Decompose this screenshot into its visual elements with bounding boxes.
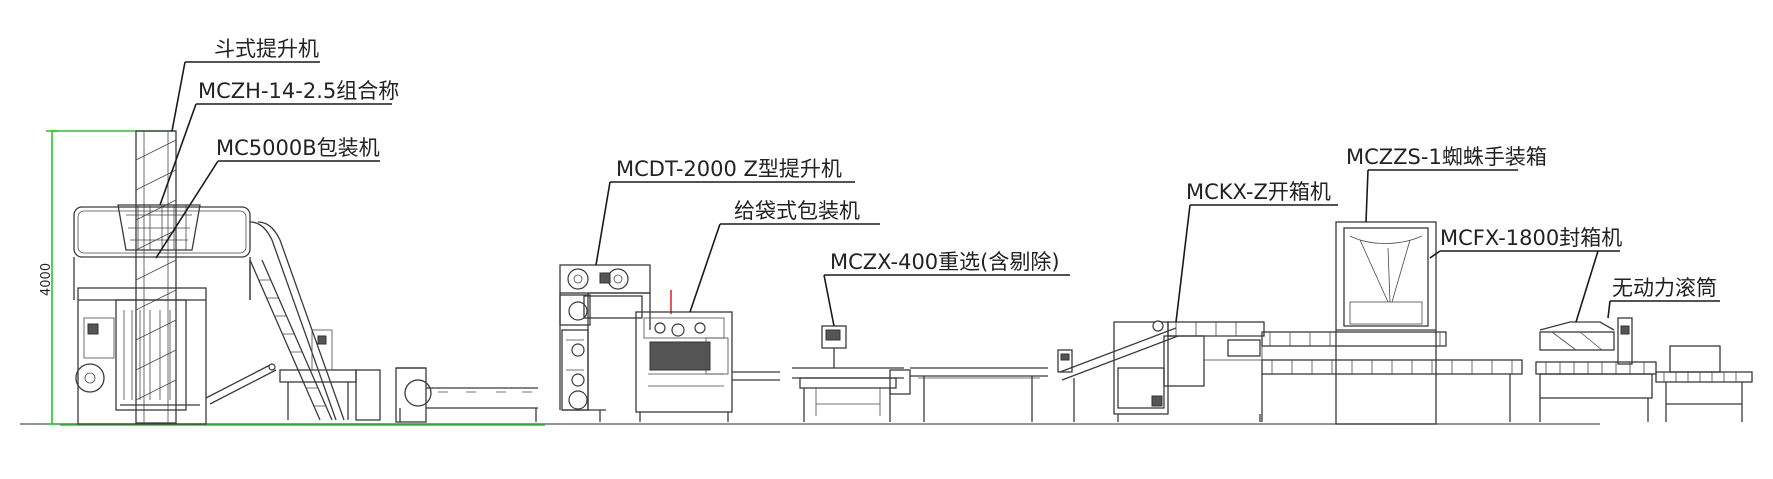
- incline-conveyor: [1057, 327, 1179, 422]
- checkweigher-machine: [792, 325, 911, 422]
- bag-packing-machine: [635, 311, 733, 422]
- z-elevator-machine: [559, 264, 672, 422]
- label-packing-machine: MC5000B包装机: [216, 136, 380, 160]
- label-roller-conveyor: 无动力滚筒: [1612, 276, 1717, 300]
- label-checkweigher: MCZX-400重选(含剔除): [830, 250, 1060, 274]
- label-case-erector: MCKX-Z开箱机: [1186, 180, 1331, 204]
- long-conveyor: [910, 367, 1048, 422]
- label-z-elevator: MCDT-2000 Z型提升机: [616, 157, 842, 181]
- label-combination-weigher: MCZH-14-2.5组合称: [198, 79, 399, 103]
- transfer-conveyor-1: [732, 371, 780, 381]
- label-spider-case-packer: MCZZS-1蜘蛛手装箱: [1346, 145, 1547, 169]
- case-sealer-machine: [1535, 317, 1657, 422]
- spider-case-packer-machine: [1261, 221, 1523, 425]
- feed-conveyor: [395, 367, 538, 423]
- label-case-sealer: MCFX-1800封箱机: [1440, 226, 1622, 250]
- height-dimension: 4000: [39, 130, 175, 425]
- leader-lines: [155, 61, 1720, 327]
- label-bag-packing-machine: 给袋式包装机: [734, 199, 860, 223]
- case-erector-machine: [1113, 320, 1265, 422]
- height-dimension-value: 4000: [39, 263, 54, 296]
- roller-conveyor-unit: [1655, 345, 1753, 422]
- vertical-packing-unit: [73, 130, 381, 425]
- callout-labels: 斗式提升机 MCZH-14-2.5组合称 MC5000B包装机 MCDT-200…: [198, 37, 1717, 300]
- label-bucket-elevator: 斗式提升机: [214, 37, 319, 61]
